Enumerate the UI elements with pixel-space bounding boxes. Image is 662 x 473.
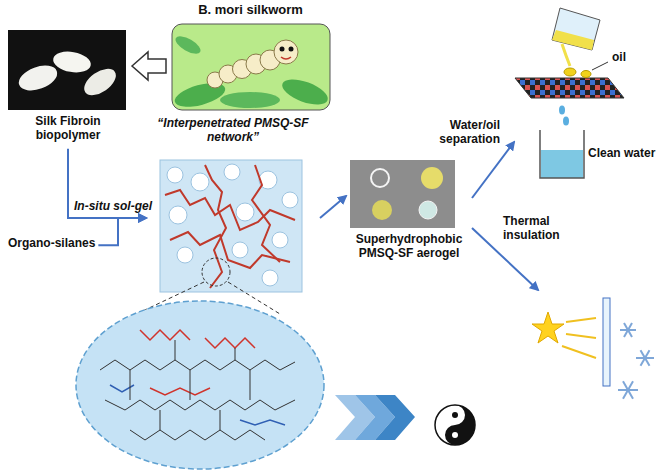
process-label: Thermal insulation xyxy=(503,214,583,243)
network-box: “Interpenetrated PMSQ-SF network” xyxy=(148,116,318,292)
cocoon-photo xyxy=(8,30,126,110)
flow-arrow xyxy=(98,218,146,245)
chemical-structure xyxy=(76,301,324,469)
source-box: B. mori silkworm xyxy=(168,2,333,110)
arrow xyxy=(472,142,514,198)
beaker-label: Clean water xyxy=(588,146,655,160)
node-text: Organo-silanes xyxy=(8,236,95,250)
thermal-illustration xyxy=(532,298,654,399)
flow-arrow xyxy=(132,52,166,80)
network-picture xyxy=(160,160,302,292)
silkworm-illustration xyxy=(172,24,331,111)
edge-label: In-situ sol-gel xyxy=(74,199,152,213)
chevrons xyxy=(335,395,415,440)
yin-yang xyxy=(435,405,475,445)
node-text: Silk Fibroin biopolymer xyxy=(6,114,130,143)
reagent-text: Organo-silanes xyxy=(8,236,95,254)
leader-line xyxy=(592,62,608,70)
process-label: Water/oil separation xyxy=(420,118,500,147)
material-box: Silk Fibroin biopolymer xyxy=(6,30,130,147)
aerogel-photo xyxy=(350,160,455,228)
flow-arrow xyxy=(320,196,346,218)
oil-label: oil xyxy=(612,50,626,64)
node-text: “Interpenetrated PMSQ-SF network” xyxy=(148,116,318,145)
node-text: Superhydrophobic PMSQ-SF aerogel xyxy=(348,232,470,261)
node-text: B. mori silkworm xyxy=(168,2,333,18)
aerogel-box: Superhydrophobic PMSQ-SF aerogel xyxy=(348,160,470,265)
